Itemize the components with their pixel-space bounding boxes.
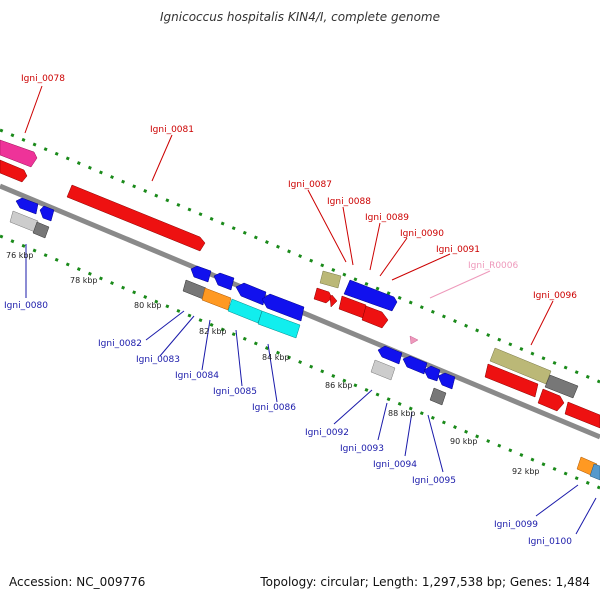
scale-label: 90 kbp bbox=[450, 437, 478, 446]
gene-igni-0092a[interactable] bbox=[377, 345, 403, 365]
gene-label[interactable]: Igni_0099 bbox=[494, 520, 538, 530]
gene-igni-0090[interactable] bbox=[343, 279, 398, 312]
scale-label: 92 kbp bbox=[512, 467, 540, 476]
gene-label[interactable]: Igni_0094 bbox=[373, 460, 417, 470]
gene-igni-0091b[interactable] bbox=[361, 305, 389, 329]
gene-label[interactable]: Igni_0088 bbox=[327, 197, 371, 207]
gene-igni-0095a[interactable] bbox=[437, 372, 456, 390]
map-title: Ignicoccus hospitalis KIN4/I, complete g… bbox=[160, 10, 440, 24]
scale-label: 84 kbp bbox=[262, 353, 290, 362]
gene-igni-r0006[interactable] bbox=[409, 335, 419, 345]
gene-igni-0080b[interactable] bbox=[32, 221, 50, 239]
gene-igni-0078[interactable] bbox=[0, 139, 38, 168]
gene-label[interactable]: Igni_0093 bbox=[340, 444, 384, 454]
gene-label[interactable]: Igni_0078 bbox=[21, 74, 65, 84]
reverse-genes bbox=[9, 197, 600, 481]
scale-label: 82 kbp bbox=[199, 327, 227, 336]
gene-igni-0085[interactable] bbox=[227, 298, 263, 324]
gene-label[interactable]: Igni_0082 bbox=[98, 339, 142, 349]
gene-igni-0100[interactable] bbox=[589, 463, 600, 481]
gene-label[interactable]: Igni_0092 bbox=[305, 428, 349, 438]
gene-igni-0082a[interactable] bbox=[190, 265, 212, 283]
gene-label[interactable]: Igni_0089 bbox=[365, 213, 409, 223]
gene-label[interactable]: Igni_0084 bbox=[175, 371, 219, 381]
gene-label[interactable]: Igni_R0006 bbox=[468, 261, 519, 271]
forward-gene-labels: Igni_0078 Igni_0081 Igni_0087 Igni_0088 … bbox=[21, 74, 577, 301]
gene-label[interactable]: Igni_0081 bbox=[150, 125, 194, 135]
gene-igni-0092b[interactable] bbox=[402, 355, 428, 375]
scale-labels: 76 kbp 78 kbp 80 kbp 82 kbp 84 kbp 86 kb… bbox=[6, 251, 540, 476]
gene-igni-0094[interactable] bbox=[423, 365, 441, 382]
accession-text: Accession: NC_009776 bbox=[9, 575, 146, 589]
gene-label[interactable]: Igni_0083 bbox=[136, 355, 180, 365]
genome-summary-text: Topology: circular; Length: 1,297,538 bp… bbox=[260, 575, 590, 589]
gene-igni-0089[interactable] bbox=[329, 294, 338, 308]
forward-label-leaders bbox=[24, 85, 554, 346]
gene-igni-0079[interactable] bbox=[0, 159, 28, 183]
outer-tick-track bbox=[0, 128, 600, 384]
gene-igni-0084[interactable] bbox=[201, 287, 232, 311]
scale-label: 76 kbp bbox=[6, 251, 34, 260]
gene-igni-0079s[interactable] bbox=[39, 205, 55, 222]
gene-igni-0087[interactable] bbox=[319, 270, 342, 289]
scale-label: 86 kbp bbox=[325, 381, 353, 390]
gene-label[interactable]: Igni_0080 bbox=[4, 301, 48, 311]
forward-genes bbox=[0, 139, 600, 429]
reverse-gene-labels: Igni_0080 Igni_0082 Igni_0083 Igni_0084 … bbox=[4, 301, 572, 547]
gene-igni-0079r[interactable] bbox=[15, 197, 39, 215]
gene-igni-0092[interactable] bbox=[370, 359, 396, 381]
gene-label[interactable]: Igni_0087 bbox=[288, 180, 332, 190]
leader-igni-r0006 bbox=[429, 270, 491, 299]
gene-label[interactable]: Igni_0085 bbox=[213, 387, 257, 397]
gene-igni-0098c[interactable] bbox=[564, 401, 600, 429]
gene-igni-0097[interactable] bbox=[544, 374, 579, 399]
gene-igni-0080[interactable] bbox=[9, 210, 39, 233]
gene-igni-0088[interactable] bbox=[313, 287, 333, 304]
gene-label[interactable]: Igni_0086 bbox=[252, 403, 296, 413]
gene-igni-0095[interactable] bbox=[429, 387, 447, 406]
gene-label[interactable]: Igni_0091 bbox=[436, 245, 480, 255]
gene-label[interactable]: Igni_0095 bbox=[412, 476, 456, 486]
gene-label[interactable]: Igni_0090 bbox=[400, 229, 444, 239]
gene-igni-0081[interactable] bbox=[66, 184, 206, 252]
scale-label: 88 kbp bbox=[388, 409, 416, 418]
scale-label: 78 kbp bbox=[70, 276, 98, 285]
scale-label: 80 kbp bbox=[134, 301, 162, 310]
inner-tick-track bbox=[0, 234, 600, 490]
gene-igni-0098b[interactable] bbox=[537, 388, 565, 412]
reverse-label-leaders bbox=[25, 244, 597, 535]
gene-igni-0082c[interactable] bbox=[235, 282, 267, 306]
gene-igni-0086a[interactable] bbox=[261, 293, 305, 322]
gene-label[interactable]: Igni_0100 bbox=[528, 537, 572, 547]
gene-igni-0086[interactable] bbox=[257, 310, 301, 339]
gene-label[interactable]: Igni_0096 bbox=[533, 291, 577, 301]
gene-igni-0082[interactable] bbox=[182, 279, 207, 300]
gene-igni-0098a[interactable] bbox=[484, 363, 539, 398]
gene-igni-0082b[interactable] bbox=[213, 272, 235, 291]
